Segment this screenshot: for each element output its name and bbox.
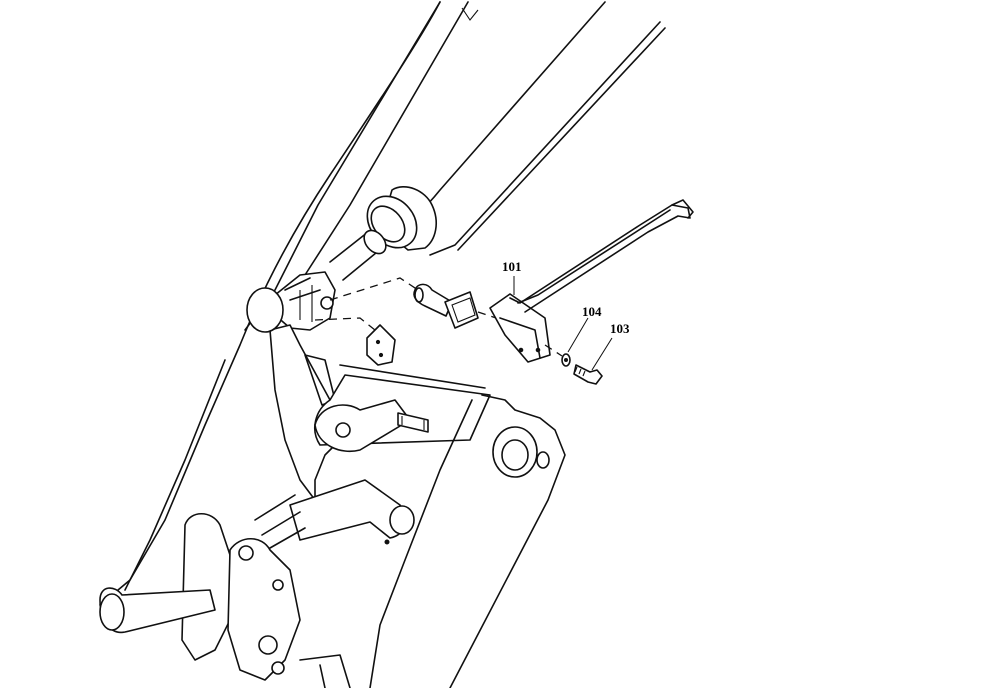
lower-pivot-assembly <box>99 512 351 688</box>
cross-tube <box>314 324 491 452</box>
part-104-washer <box>561 353 571 367</box>
lower-link <box>254 479 415 549</box>
rod-end-clevis <box>274 271 336 331</box>
pin-part <box>413 283 479 329</box>
part-101-bracket-rod <box>489 199 694 363</box>
part-103-bolt <box>573 364 603 385</box>
callout-101: 101 <box>502 259 522 274</box>
callout-104: 104 <box>582 304 602 319</box>
callout-103: 103 <box>610 321 630 336</box>
hydraulic-cylinder <box>329 186 437 281</box>
leader-lines <box>513 276 613 371</box>
assembly-lines <box>314 277 563 357</box>
frame-plate <box>369 394 566 688</box>
